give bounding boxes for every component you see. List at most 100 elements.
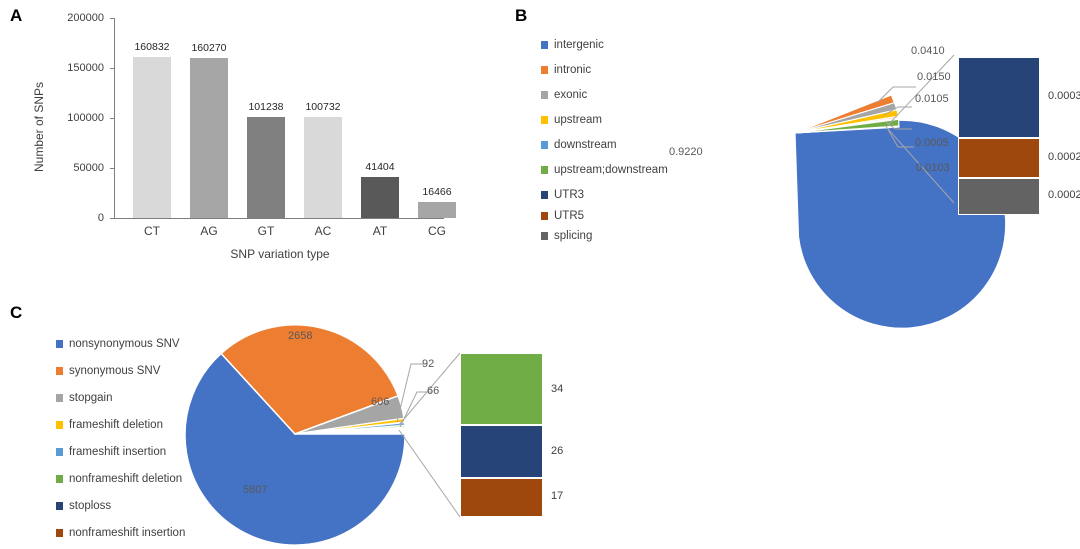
- y-tick-label: 50000: [73, 162, 104, 174]
- stack-segment-nonframeshift-deletion: [460, 353, 543, 425]
- legend-swatch-icon: [56, 529, 63, 537]
- pie-leader-lines-c: [396, 352, 461, 518]
- legend-label: frameshift insertion: [69, 446, 167, 458]
- legend-item-nonframeshift-insertion[interactable]: nonframeshift insertion: [56, 527, 185, 539]
- legend-swatch-icon: [56, 502, 63, 510]
- bar-value-ag: 160270: [191, 42, 227, 54]
- pie-slice-nonsynonymous-snv: [184, 352, 406, 546]
- pie-value-synonymous-snv: 2658: [288, 330, 313, 342]
- legend-swatch-icon: [541, 191, 548, 199]
- legend-label: UTR5: [554, 210, 585, 222]
- legend-item-intronic[interactable]: intronic: [541, 64, 591, 76]
- legend-label: upstream: [554, 114, 602, 126]
- legend-item-downstream[interactable]: downstream: [541, 139, 617, 151]
- legend-swatch-icon: [56, 394, 63, 402]
- stack-value-nonframeshift-insertion: 17: [551, 490, 564, 502]
- legend-item-synonymous-snv[interactable]: synonymous SNV: [56, 365, 160, 377]
- legend-label: upstream;downstream: [554, 164, 668, 176]
- legend-swatch-icon: [541, 166, 548, 174]
- legend-label: downstream: [554, 139, 617, 151]
- stack-segment-utr3: [958, 57, 1040, 138]
- x-tick-label-ac: AC: [314, 224, 332, 238]
- legend-item-nonframeshift-deletion[interactable]: nonframeshift deletion: [56, 473, 182, 485]
- pie-value-upstream-downstream: 0.0103: [916, 162, 950, 174]
- legend-item-splicing[interactable]: splicing: [541, 230, 592, 242]
- stack-value-stoploss: 26: [551, 445, 564, 457]
- pie-value-intronic: 0.0410: [911, 45, 945, 57]
- pie-slice-nonframeshift-insertion: [294, 428, 406, 435]
- y-tick-label: 0: [97, 212, 104, 224]
- legend-label: nonframeshift deletion: [69, 473, 183, 485]
- bar-ct: [133, 57, 171, 218]
- bar-value-at: 41404: [365, 161, 395, 173]
- legend-item-frameshift-insertion[interactable]: frameshift insertion: [56, 446, 166, 458]
- legend-item-upstream[interactable]: upstream: [541, 114, 602, 126]
- pie-slice-upstream: [794, 108, 899, 134]
- legend-item-stoploss[interactable]: stoploss: [56, 500, 111, 512]
- panel-label-a: A: [10, 6, 23, 25]
- y-tick: [110, 118, 115, 119]
- y-axis-label: Number of SNPs: [32, 81, 46, 172]
- legend-label: intronic: [554, 64, 592, 76]
- legend-label: exonic: [554, 89, 588, 101]
- x-tick-label-gt: GT: [257, 224, 275, 238]
- y-tick-label: 150000: [67, 62, 104, 74]
- panel-label-c: C: [10, 303, 23, 322]
- bar-at: [361, 177, 399, 218]
- legend-swatch-icon: [56, 475, 63, 483]
- pie-value-exonic: 0.0150: [917, 71, 951, 83]
- legend-swatch-icon: [541, 212, 548, 220]
- stack-value-utr5: 0.0002: [1048, 151, 1080, 163]
- legend-item-utr5[interactable]: UTR5: [541, 210, 584, 222]
- legend-item-intergenic[interactable]: intergenic: [541, 39, 604, 51]
- stack-segment-nonframeshift-insertion: [460, 478, 543, 517]
- bar-gt: [247, 117, 285, 218]
- bar-cg: [418, 202, 456, 218]
- legend-label: stoploss: [69, 500, 112, 512]
- legend-item-nonsynonymous-snv[interactable]: nonsynonymous SNV: [56, 338, 180, 350]
- pie-slices-b: [794, 94, 1007, 329]
- pie-value-nonsynonymous-snv: 5807: [243, 484, 268, 496]
- bar-value-ct: 160832: [134, 41, 170, 53]
- legend-label: synonymous SNV: [69, 365, 161, 377]
- pie-slices-c: [184, 324, 406, 546]
- bar-value-cg: 16466: [422, 186, 452, 198]
- legend-label: splicing: [554, 230, 593, 242]
- legend-swatch-icon: [541, 232, 548, 240]
- pie-value-stopgain: 606: [371, 396, 390, 408]
- pie-slice-splicing: [794, 126, 900, 134]
- legend-swatch-icon: [541, 41, 548, 49]
- bar-value-ac: 100732: [305, 101, 341, 113]
- stack-value-utr3: 0.0003: [1048, 90, 1080, 102]
- legend-item-stopgain[interactable]: stopgain: [56, 392, 112, 404]
- legend-item-frameshift-deletion[interactable]: frameshift deletion: [56, 419, 163, 431]
- panel-b-pie: [794, 54, 1007, 329]
- x-tick-label-cg: CG: [428, 224, 446, 238]
- legend-swatch-icon: [56, 448, 63, 456]
- panel-label-b: B: [515, 6, 528, 25]
- pie-value-intergenic: 0.9220: [669, 146, 703, 158]
- legend-label: nonframeshift insertion: [69, 527, 186, 539]
- y-tick: [110, 68, 115, 69]
- legend-label: UTR3: [554, 189, 585, 201]
- y-tick: [110, 18, 115, 19]
- bar-ag: [190, 58, 228, 218]
- x-tick-label-at: AT: [372, 224, 388, 238]
- pie-value-frameshift-deletion: 92: [422, 358, 435, 370]
- x-axis-line: [114, 218, 444, 219]
- legend-swatch-icon: [541, 141, 548, 149]
- legend-label: nonsynonymous SNV: [69, 338, 180, 350]
- legend-swatch-icon: [56, 421, 63, 429]
- stack-segment-splicing: [958, 178, 1040, 215]
- stack-value-nonframeshift-deletion: 34: [551, 383, 564, 395]
- legend-label: frameshift deletion: [69, 419, 163, 431]
- y-tick-label: 200000: [67, 12, 104, 24]
- legend-item-exonic[interactable]: exonic: [541, 89, 587, 101]
- x-tick-label-ag: AG: [200, 224, 218, 238]
- legend-swatch-icon: [541, 91, 548, 99]
- legend-item-utr3[interactable]: UTR3: [541, 189, 584, 201]
- stack-segment-stoploss: [460, 425, 543, 478]
- legend-item-upstream-downstream[interactable]: upstream;downstream: [541, 164, 668, 176]
- pie-value-frameshift-insertion: 66: [427, 385, 440, 397]
- pie-value-downstream: 0.0005: [915, 137, 949, 149]
